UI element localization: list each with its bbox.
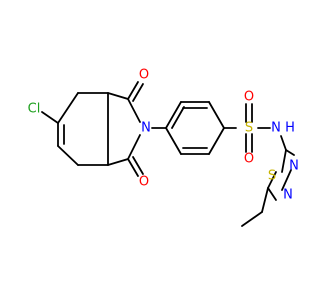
thiadiazole-sulfur-label: S [268,169,276,184]
thiadiazole-nitrogen-2-label: N [283,188,293,203]
imide-nitrogen-label: N [141,121,151,136]
carbonyl-oxygen-bottom-label: O [139,175,149,190]
sulfonyl-oxygen-top-label: O [244,90,254,105]
thiadiazole-nitrogen-1-label: N [289,159,299,174]
sulfonyl-oxygen-bottom-label: O [244,152,254,167]
sulfonyl-sulfur-label: S [245,121,253,136]
amine-nitrogen-label: N [271,121,281,136]
chlorine-label: Cl [28,102,41,117]
atom-labels: Cl O O N S O O N H S N N [28,68,299,203]
bonds [41,81,295,227]
amine-hydrogen-label: H [285,121,295,136]
carbonyl-oxygen-top-label: O [139,68,149,83]
molecule-structure: Cl O O N S O O N H S N N [28,68,299,227]
